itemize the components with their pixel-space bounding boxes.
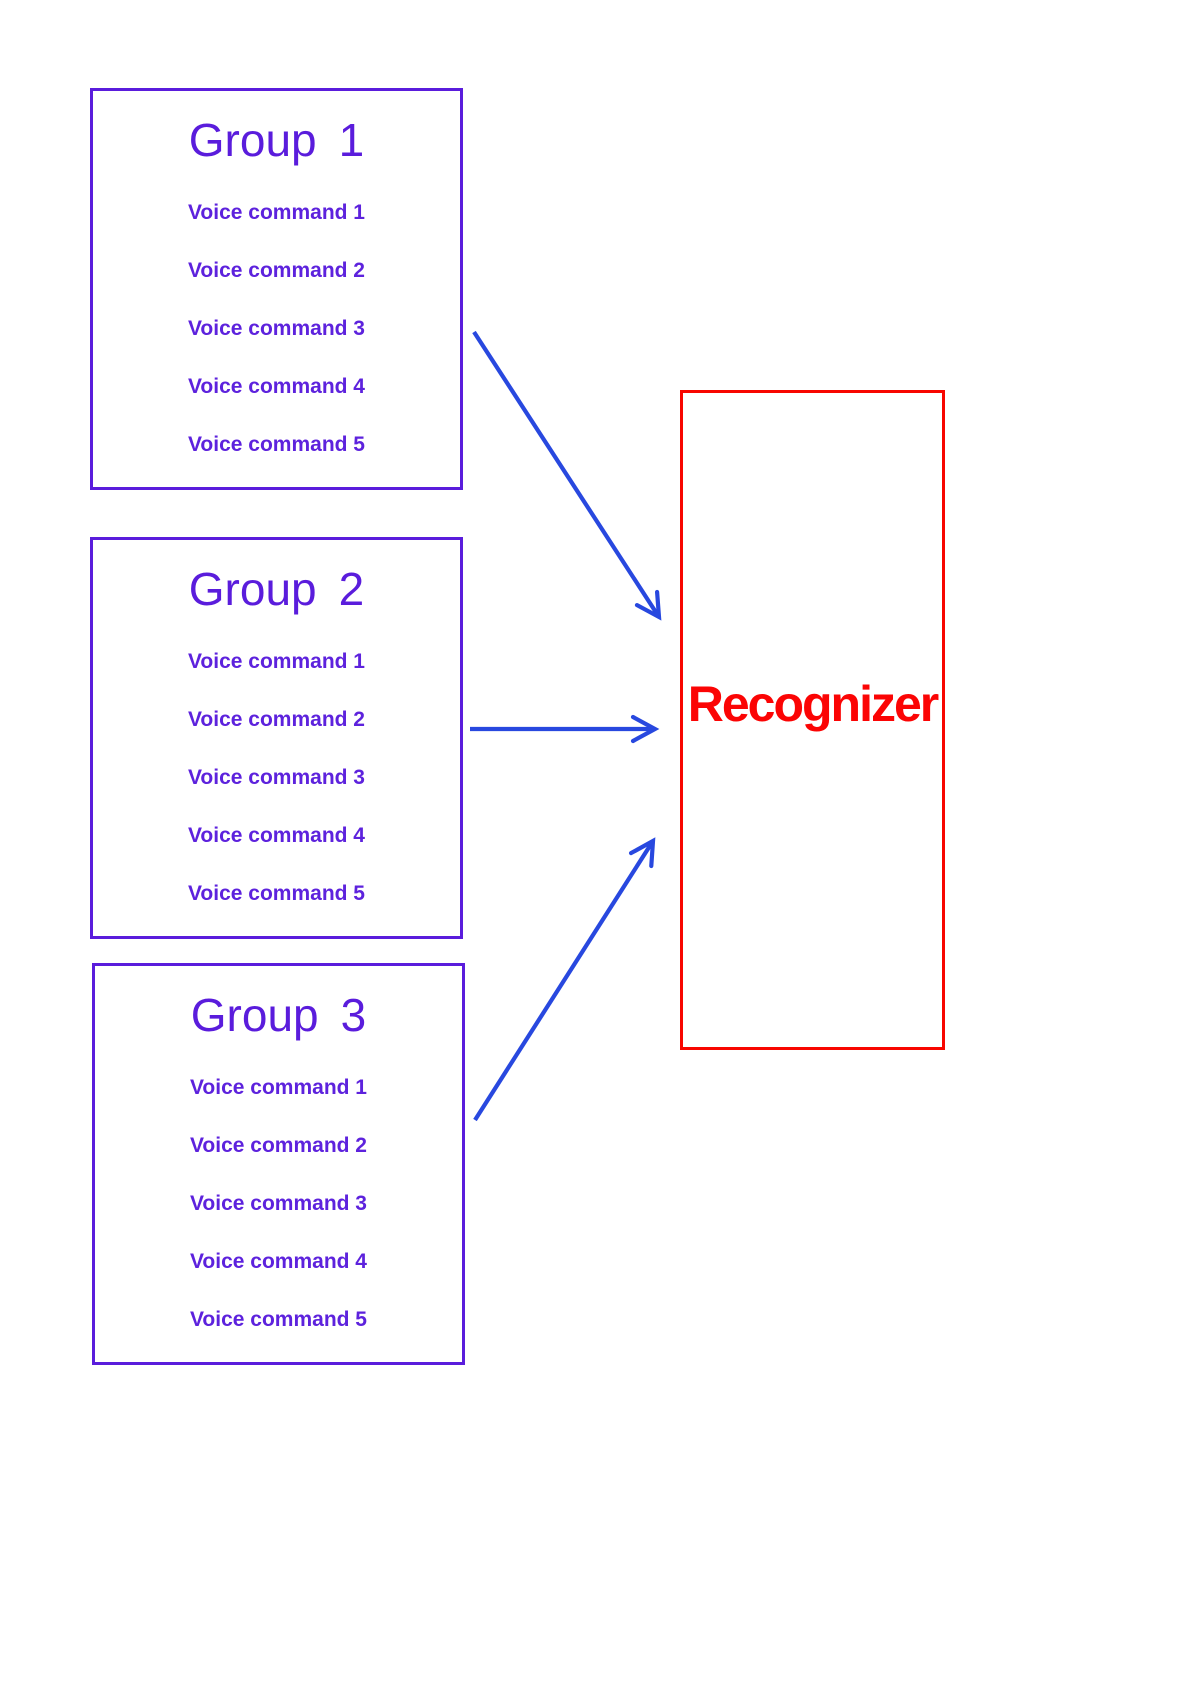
voice-command-item: Voice command 2 xyxy=(189,1134,367,1157)
group-1-title-number: 1 xyxy=(338,114,365,166)
group-3-title: Group 3 xyxy=(95,992,462,1038)
voice-command-item: Voice command 3 xyxy=(187,766,365,789)
voice-command-item: Voice command 1 xyxy=(189,1076,367,1099)
voice-command-item: Voice command 5 xyxy=(187,882,365,905)
voice-command-item: Voice command 1 xyxy=(187,201,365,224)
group-3-box: Group 3 Voice command 1 Voice command 2 … xyxy=(92,963,465,1365)
voice-command-item: Voice command 5 xyxy=(189,1308,367,1331)
recognizer-label: Recognizer xyxy=(687,676,940,732)
group-2-box: Group 2 Voice command 1 Voice command 2 … xyxy=(90,537,463,939)
voice-command-item: Voice command 4 xyxy=(187,824,365,847)
group-2-title: Group 2 xyxy=(93,566,460,612)
group-2-items: Voice command 1 Voice command 2 Voice co… xyxy=(93,633,460,923)
group-1-title-word: Group xyxy=(188,114,317,166)
group-3-items: Voice command 1 Voice command 2 Voice co… xyxy=(95,1059,462,1349)
voice-command-item: Voice command 3 xyxy=(187,317,365,340)
voice-command-item: Voice command 4 xyxy=(187,375,365,398)
group-2-title-number: 2 xyxy=(338,563,365,615)
group-1-box: Group 1 Voice command 1 Voice command 2 … xyxy=(90,88,463,490)
voice-command-item: Voice command 3 xyxy=(189,1192,367,1215)
group-3-title-number: 3 xyxy=(340,989,367,1041)
group-3-title-word: Group xyxy=(190,989,319,1041)
recognizer-box: Recognizer xyxy=(680,390,945,1050)
group-1-title: Group 1 xyxy=(93,117,460,163)
voice-command-item: Voice command 4 xyxy=(189,1250,367,1273)
voice-command-item: Voice command 2 xyxy=(187,259,365,282)
group-2-title-word: Group xyxy=(188,563,317,615)
arrow-group1-to-recognizer xyxy=(472,330,662,621)
arrow-group3-to-recognizer xyxy=(473,837,656,1122)
voice-command-item: Voice command 1 xyxy=(187,650,365,673)
group-1-items: Voice command 1 Voice command 2 Voice co… xyxy=(93,184,460,474)
voice-command-item: Voice command 5 xyxy=(187,433,365,456)
voice-command-item: Voice command 2 xyxy=(187,708,365,731)
